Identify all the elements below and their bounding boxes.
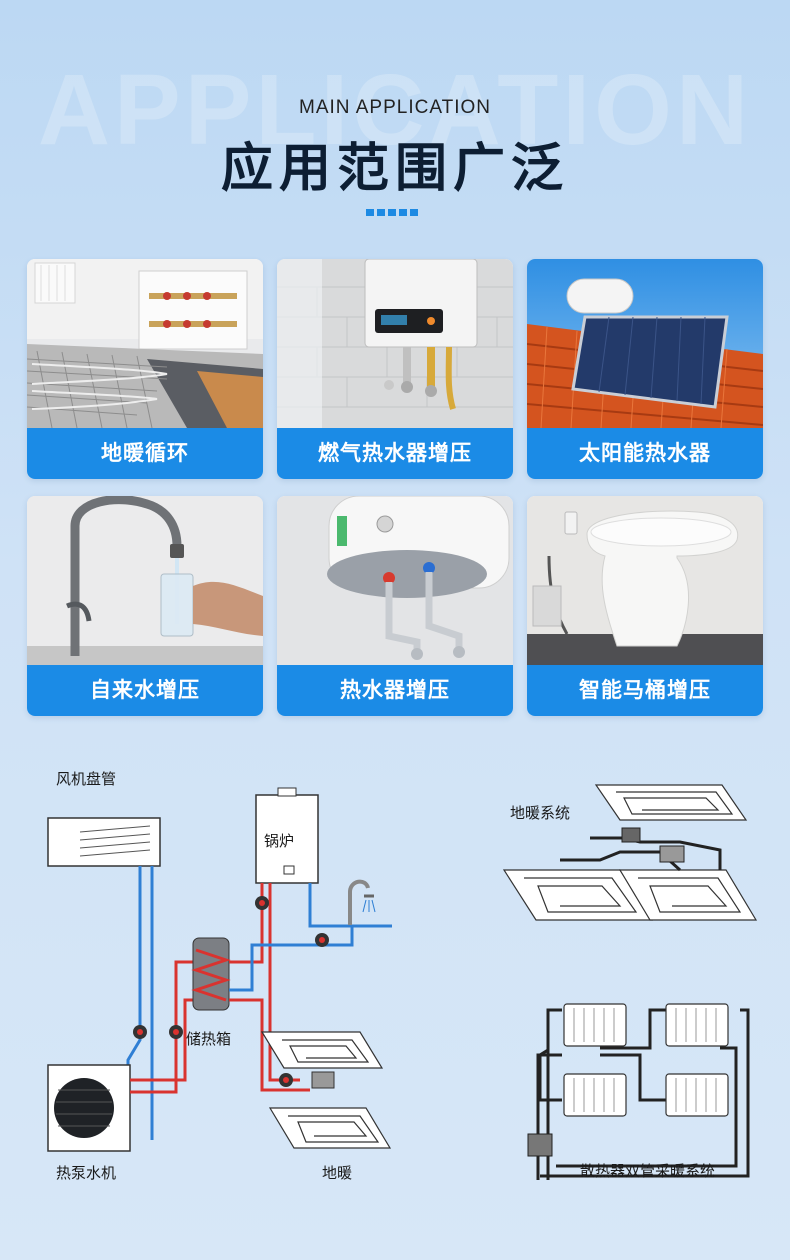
title-decoration-dots: [366, 209, 418, 216]
circulation-pump: [133, 896, 329, 1087]
solar-water-heater-photo: [527, 259, 763, 428]
faucet: [348, 879, 376, 925]
heat-pump-unit: [47, 1064, 131, 1152]
label-storage-tank: 储热箱: [186, 1030, 232, 1048]
application-card-floor-heating: 地暖循环: [27, 259, 263, 479]
application-card-smart-toilet: 智能马桶增压: [527, 496, 763, 716]
label-radiator-system: 散热器双管采暖系统: [580, 1162, 716, 1180]
application-label: 热水器增压: [277, 665, 513, 716]
background-watermark-word: APPLICATION: [37, 54, 753, 166]
label-fan-coil: 风机盘管: [56, 770, 117, 788]
application-label: 地暖循环: [27, 428, 263, 479]
section-title: 应用范围广泛: [220, 139, 569, 199]
fan-coil-unit: [47, 817, 161, 867]
heating-system-diagram: [47, 784, 758, 1180]
label-boiler: 锅炉: [264, 832, 295, 850]
storage-tank: [191, 937, 231, 1011]
floor-heating-photo: [27, 259, 263, 428]
application-card-solar-water-heater: 太阳能热水器: [527, 259, 763, 479]
gas-water-heater-photo: [277, 259, 513, 428]
label-heat-pump: 热泵水机: [56, 1164, 117, 1182]
label-floor-heating-system: 地暖系统: [510, 804, 571, 822]
application-label: 智能马桶增压: [527, 665, 763, 716]
application-card-tap-water: 自来水增压: [27, 496, 263, 716]
smart-toilet-photo: [527, 496, 763, 665]
boiler: [255, 787, 319, 884]
application-label: 太阳能热水器: [527, 428, 763, 479]
label-floor-heating: 地暖: [322, 1164, 353, 1182]
floor-heating-coils: [260, 1031, 392, 1149]
water-heater-photo: [277, 496, 513, 665]
section-subtitle: MAIN APPLICATION: [299, 97, 491, 118]
application-card-gas-water-heater: 燃气热水器增压: [277, 259, 513, 479]
floor-heating-system-diagram: [502, 784, 758, 921]
tap-water-photo: [27, 496, 263, 665]
radiator-system-diagram: [527, 1003, 750, 1180]
application-card-water-heater: 热水器增压: [277, 496, 513, 716]
application-label: 燃气热水器增压: [277, 428, 513, 479]
application-label: 自来水增压: [27, 665, 263, 716]
